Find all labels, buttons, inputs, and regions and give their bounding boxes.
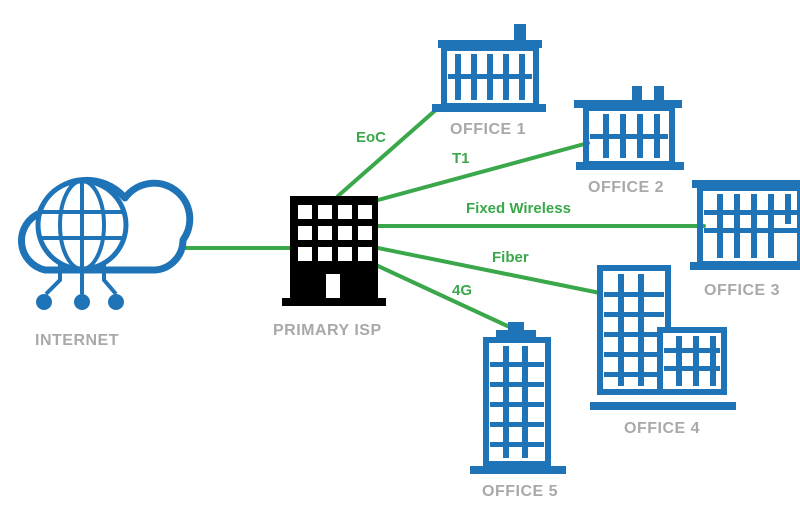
office-3-label: OFFICE 3 — [704, 282, 781, 299]
office-1-building-icon — [432, 24, 546, 112]
globe-meridians — [40, 179, 124, 271]
link-label-fiber: Fiber — [492, 249, 529, 266]
office-4-label: OFFICE 4 — [624, 420, 701, 437]
link-label-t1: T1 — [452, 150, 470, 167]
isp-building-icon — [282, 196, 386, 306]
office-5-building-icon — [470, 322, 566, 474]
connector-icon — [44, 262, 118, 296]
cloud-globe-icon — [18, 176, 194, 274]
office-3-building-icon — [690, 180, 800, 270]
office-4-building-icon — [590, 265, 736, 410]
link-t1 — [376, 141, 590, 202]
office-5-label: OFFICE 5 — [482, 483, 559, 500]
link-4g — [376, 264, 518, 332]
office-2-label: OFFICE 2 — [588, 179, 665, 196]
office-1-label: OFFICE 1 — [450, 121, 527, 138]
connector-dots — [36, 294, 124, 310]
link-label-4g: 4G — [452, 282, 473, 299]
primary-isp-label: PRIMARY ISP — [273, 322, 382, 339]
link-eoc — [336, 106, 440, 198]
office-2-building-icon — [574, 86, 684, 170]
link-fiber — [376, 246, 602, 295]
internet-label: INTERNET — [35, 332, 119, 349]
link-label-fixed-wireless: Fixed Wireless — [466, 200, 571, 217]
link-label-eoc: EoC — [356, 129, 386, 146]
